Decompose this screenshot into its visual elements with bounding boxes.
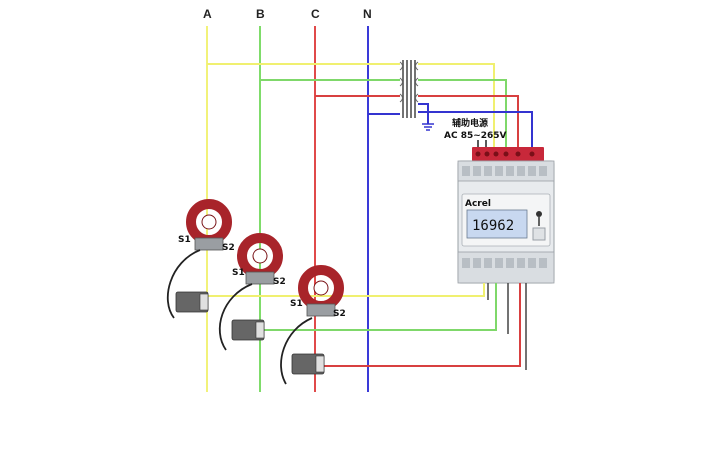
ct-a-s1: S1 [178, 235, 191, 245]
ground-icon [422, 123, 434, 131]
aux-power-title: 辅助电源 [452, 117, 488, 129]
ct-b-s2: S2 [273, 277, 286, 287]
transformer-icon [399, 58, 419, 120]
lcd-readout: 16962 [472, 218, 514, 234]
phase-label-n: N [363, 7, 372, 21]
meter-top-terminals [472, 147, 544, 161]
phase-label-b: B [256, 7, 265, 21]
voltage-wiring [207, 63, 533, 150]
ct-c-s1: S1 [290, 299, 303, 309]
aux-power-range: AC 85~265V [444, 131, 507, 141]
phase-label-c: C [311, 7, 320, 21]
ct-b-s1: S1 [232, 268, 245, 278]
meter-brand: Acrel [465, 199, 491, 209]
ct-a-s2: S2 [222, 243, 235, 253]
energy-meter: Acrel 16962 [457, 160, 555, 284]
phase-label-a: A [203, 7, 212, 21]
lcd-screen [466, 209, 528, 239]
current-transformer-a: S1 S2 [166, 199, 235, 319]
key-icon [536, 211, 542, 226]
ct-c-s2: S2 [333, 309, 346, 319]
current-transformer-c: S1 S2 [280, 265, 346, 385]
current-transformer-b: S1 S2 [218, 233, 286, 351]
ct-wiring [207, 283, 527, 370]
